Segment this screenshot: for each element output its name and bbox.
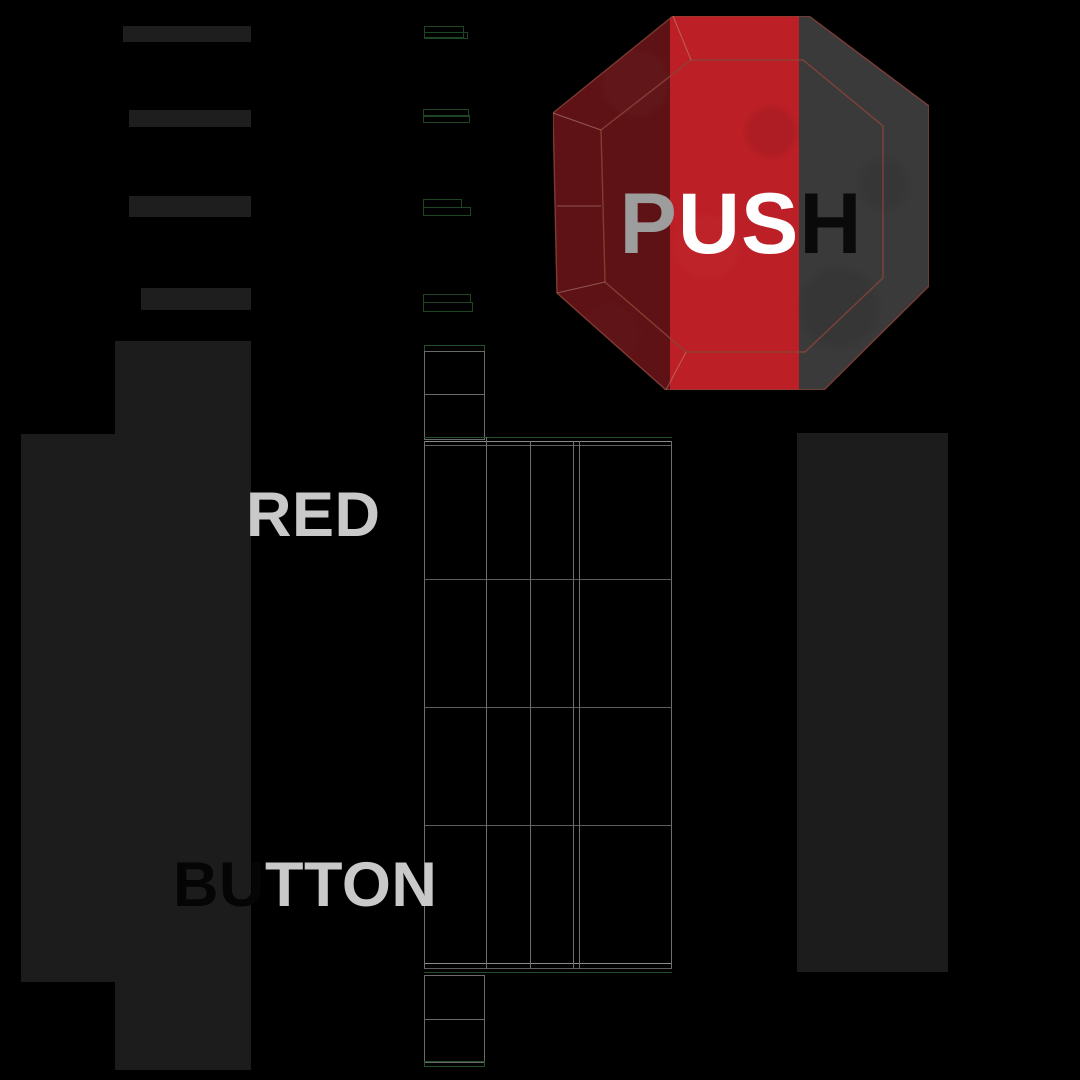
wire-outline-4b <box>423 302 473 312</box>
push-letters-us: US <box>677 175 800 272</box>
headline-button-seg-lit: TTON <box>265 850 438 920</box>
headline-red-text: RED <box>246 480 381 550</box>
grid-rail-bottom-green <box>424 972 672 973</box>
grid-col-line-5 <box>579 441 580 969</box>
wire-cell-top-3 <box>424 394 485 440</box>
grid-col-line-2 <box>486 437 487 969</box>
push-badge-label: PUSH <box>553 181 929 267</box>
grid-rail-bottom-b <box>424 968 672 969</box>
wire-cell-bottom-2 <box>424 1019 485 1063</box>
push-letter-p: P <box>619 175 678 272</box>
grid-rail-top-green <box>424 437 672 438</box>
wire-cell-bottom-1 <box>424 975 485 1020</box>
wire-outline-2b <box>423 115 470 123</box>
grid-row-divider-1 <box>424 579 672 580</box>
grid-col-line-4 <box>573 441 574 969</box>
wire-outline-3b <box>423 207 471 216</box>
push-letter-h: H <box>799 175 863 272</box>
grid-row-divider-3 <box>424 825 672 826</box>
headline-line-button: BUTTON <box>173 854 437 917</box>
headline-button-seg-dark: BU <box>173 850 265 920</box>
right-tall-panel <box>797 433 948 972</box>
grid-rail-top-a <box>424 441 672 442</box>
grid-row-divider-2 <box>424 707 672 708</box>
grid-rail-bottom-a <box>424 963 672 964</box>
gray-bar-3 <box>129 196 251 217</box>
left-wide-panel <box>21 434 116 982</box>
grid-col-line-6 <box>671 441 672 969</box>
wire-cell-top-2 <box>424 351 485 395</box>
grid-col-line-1 <box>424 441 425 969</box>
push-badge[interactable]: PUSH <box>553 16 929 390</box>
wire-outline-1b <box>424 32 468 39</box>
wire-cell-bottom-3 <box>424 1061 485 1067</box>
gray-bar-1 <box>123 26 251 42</box>
grid-rail-top-b <box>424 445 672 446</box>
gray-bar-4 <box>141 288 251 310</box>
wire-outline-2 <box>423 109 469 117</box>
left-tall-panel <box>115 341 251 1070</box>
grid-col-line-3 <box>530 441 531 969</box>
headline-line-red: RED <box>246 484 381 547</box>
gray-bar-2 <box>129 110 251 127</box>
